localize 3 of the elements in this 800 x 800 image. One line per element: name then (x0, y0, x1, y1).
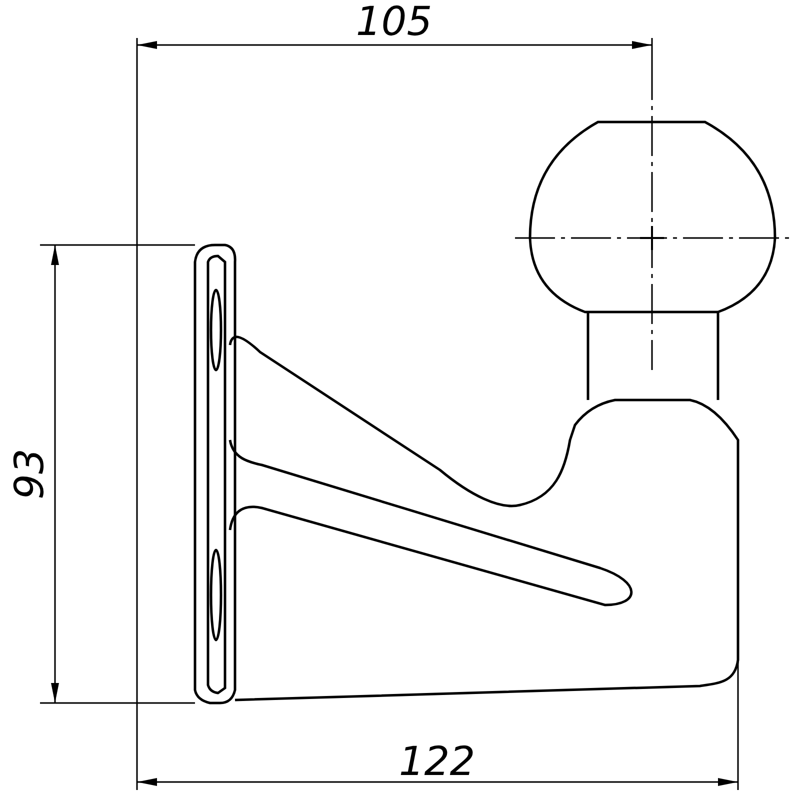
dimension-label: 105 (356, 2, 432, 42)
dimension-label: 122 (398, 742, 476, 782)
dimension-label: 93 (10, 448, 50, 500)
